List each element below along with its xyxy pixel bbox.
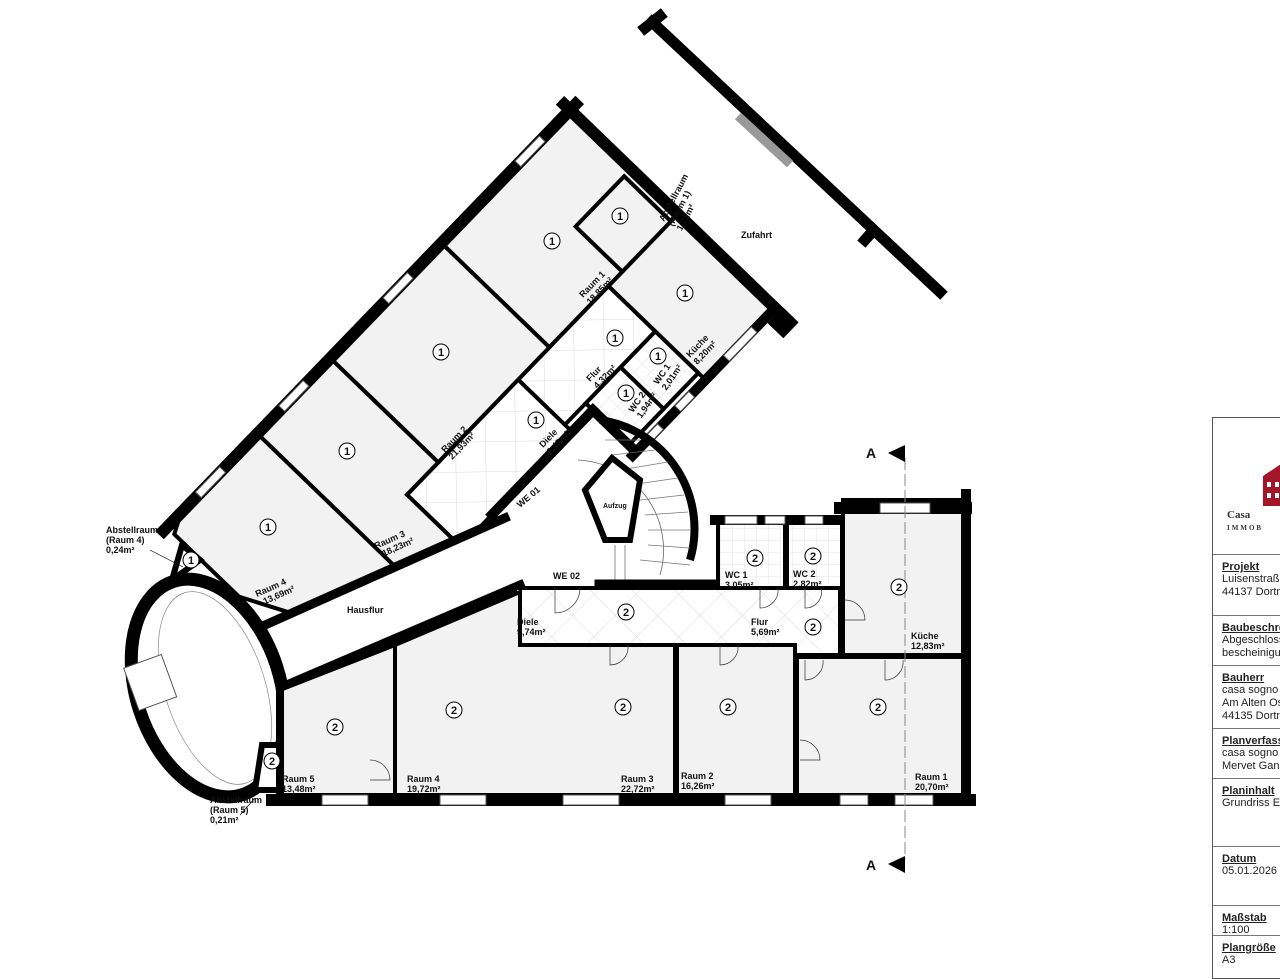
marker-we01-raum2: 1 [432,343,450,361]
marker-we01-raum1: 1 [543,232,561,250]
section-label-top: A [866,445,876,461]
label-abstellraum5: Abstellraum(Raum 5)0,21m² [210,795,262,825]
marker-we01-raum4: 1 [259,518,277,536]
label-zufahrt: Zufahrt [741,230,772,240]
marker-we01-abstellraum4: 1 [182,551,200,569]
marker-we02-flur: 2 [804,618,822,636]
label-we02-entrance: WE 02 [553,571,580,581]
svg-text:2: 2 [810,551,816,563]
marker-we01-abstellraum1: 1 [611,207,629,225]
marker-we01-diele: 1 [527,411,545,429]
marker-we02-diele: 2 [617,603,635,621]
label-hausflur: Hausflur [347,605,384,615]
marker-we02-abstellraum5: 2 [263,752,281,770]
svg-text:2: 2 [623,607,629,619]
svg-text:2: 2 [269,756,275,768]
marker-we02-raum4: 2 [445,701,463,719]
marker-we01-flur: 1 [606,329,624,347]
logo-text: Casa [1227,509,1251,521]
svg-text:1: 1 [533,415,539,427]
svg-text:2: 2 [875,702,881,714]
hausflur-wall-north [259,512,511,631]
svg-text:2: 2 [810,622,816,634]
svg-text:2: 2 [896,582,902,594]
section-arrow-top [888,445,905,462]
we02-kueche [841,498,967,657]
marker-we02-kueche: 2 [890,578,908,596]
svg-text:2: 2 [725,702,731,714]
svg-text:2: 2 [332,722,338,734]
zufahrt-wall [637,8,948,300]
logo-subtext: IMMOB [1227,524,1263,532]
svg-text:1: 1 [438,347,444,359]
label-abstellraum4: Abstellraum(Raum 4)0,24m² [106,525,158,555]
svg-text:1: 1 [188,555,194,567]
label-abstellraum1: Abstellraum(Raum 1)1,71m² [657,172,708,232]
svg-text:1: 1 [617,211,623,223]
svg-text:1: 1 [549,236,555,248]
casa-logo: Casa IMMOB [1227,464,1280,532]
unit-markers: 1 1 1 1 1 1 1 1 1 1 1 2 2 2 2 2 2 2 2 2 … [182,207,908,770]
label-aufzug: Aufzug [603,503,627,510]
svg-text:2: 2 [620,702,626,714]
marker-we01-wc1: 1 [649,347,667,365]
svg-text:1: 1 [265,522,271,534]
marker-we01-raum3: 1 [338,442,356,460]
svg-text:1: 1 [612,333,618,345]
marker-we01-kueche: 1 [676,284,694,302]
elevator-shaft [581,453,644,543]
hausflur-area [275,520,520,690]
entrance-landing [123,653,178,712]
hausflur-wall-south [269,579,526,696]
svg-text:1: 1 [623,388,629,400]
marker-we02-wc1: 2 [746,549,764,567]
marker-we02-raum1: 2 [869,698,887,716]
svg-text:1: 1 [682,288,688,300]
svg-text:2: 2 [451,705,457,717]
floor-plan: A A 1 1 1 1 1 1 1 1 1 1 1 2 2 2 2 2 2 2 … [106,8,976,873]
section-arrow-bottom [888,856,905,873]
svg-text:1: 1 [344,446,350,458]
marker-we01-wc2: 1 [617,384,635,402]
stairwell [577,416,699,580]
section-line-a: A A [866,445,906,873]
marker-we02-raum3: 2 [614,698,632,716]
section-label-bottom: A [866,857,876,873]
marker-we02-wc2: 2 [804,547,822,565]
svg-text:1: 1 [655,351,661,363]
marker-we02-raum2: 2 [719,698,737,716]
marker-we02-raum5: 2 [326,718,344,736]
svg-text:2: 2 [752,553,758,565]
oval-vestibule [123,539,292,816]
